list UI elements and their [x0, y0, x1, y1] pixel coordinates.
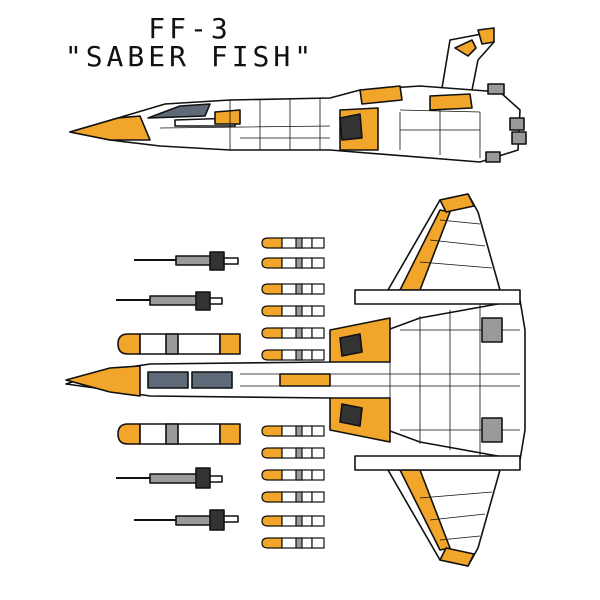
- light-missile: [261, 447, 325, 459]
- top-view: [65, 193, 526, 567]
- side-engines: [485, 83, 527, 163]
- tail-fin-stripe: [454, 39, 477, 57]
- side-panel-accent: [214, 109, 241, 125]
- nozzle: [487, 83, 505, 95]
- nozzle: [511, 131, 527, 145]
- light-missile: [261, 537, 325, 549]
- side-intake-accent: [359, 85, 403, 105]
- side-panel-lines: [159, 98, 481, 158]
- heavy-missile: [117, 423, 241, 445]
- upper-wing-lines: [419, 219, 493, 269]
- light-missile: [261, 237, 325, 249]
- rail-gun: [134, 509, 239, 531]
- lower-intake: [339, 403, 363, 427]
- side-canopy: [147, 103, 211, 119]
- top-nose: [65, 365, 141, 397]
- light-missile: [261, 469, 325, 481]
- spine-accent: [279, 373, 331, 387]
- top-panel-lines: [240, 304, 520, 456]
- side-intake: [339, 113, 363, 141]
- tail-fin-tip: [477, 27, 495, 45]
- ordnance-right-column: [261, 237, 325, 549]
- side-view: [69, 27, 527, 163]
- upper-engine-housing: [481, 317, 503, 343]
- ordnance-left-column: [116, 251, 241, 531]
- rail-gun: [134, 251, 239, 271]
- light-missile: [261, 515, 325, 527]
- top-canopy-rear: [191, 371, 233, 389]
- light-missile: [261, 349, 325, 361]
- nozzle: [509, 117, 525, 131]
- rail-gun: [116, 291, 223, 311]
- heavy-missile: [117, 333, 241, 355]
- lower-wing-tip: [439, 547, 475, 567]
- light-missile: [261, 327, 325, 339]
- light-missile: [261, 425, 325, 437]
- nozzle: [485, 151, 501, 163]
- light-missile: [261, 491, 325, 503]
- side-nose: [69, 115, 151, 141]
- light-missile: [261, 283, 325, 295]
- upper-intake: [339, 333, 363, 357]
- rail-gun: [116, 467, 223, 489]
- name-title: "SABER FISH": [64, 40, 316, 73]
- side-engine-accent: [429, 93, 473, 111]
- light-missile: [261, 257, 325, 269]
- top-canopy-front: [147, 371, 189, 389]
- upper-wing-tip: [439, 193, 475, 213]
- side-fuselage: [69, 85, 521, 163]
- lower-wing-lines: [419, 491, 493, 541]
- designation-title: FF-3: [148, 12, 232, 45]
- upper-outrigger: [354, 289, 521, 305]
- light-missile: [261, 305, 325, 317]
- lower-outrigger: [354, 455, 521, 471]
- lower-engine-housing: [481, 417, 503, 443]
